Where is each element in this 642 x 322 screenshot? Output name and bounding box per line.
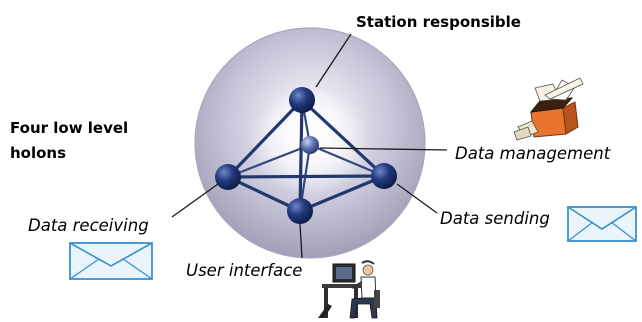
envelope-icon: [567, 206, 637, 242]
label-four-low-level-line1: Four low level: [10, 119, 128, 137]
envelope-icon: [69, 242, 153, 280]
leader-lines: [171, 33, 448, 259]
label-data-receiving: Data receiving: [28, 216, 149, 235]
label-station-responsible: Station responsible: [356, 13, 521, 31]
node-data-sending: [371, 163, 397, 189]
node-data-management: [301, 136, 319, 154]
label-four-low-level-line2: holons: [10, 144, 66, 162]
person-at-computer-icon: [318, 260, 380, 319]
node-station-responsible: [289, 87, 315, 113]
open-box-with-papers-icon: [513, 77, 584, 141]
node-data-receiving: [215, 164, 241, 190]
label-data-management: Data management: [455, 144, 611, 163]
label-data-sending: Data sending: [440, 209, 550, 228]
label-user-interface: User interface: [186, 261, 302, 280]
tetrahedron-edges: [226, 98, 386, 213]
node-user-interface: [287, 198, 313, 224]
